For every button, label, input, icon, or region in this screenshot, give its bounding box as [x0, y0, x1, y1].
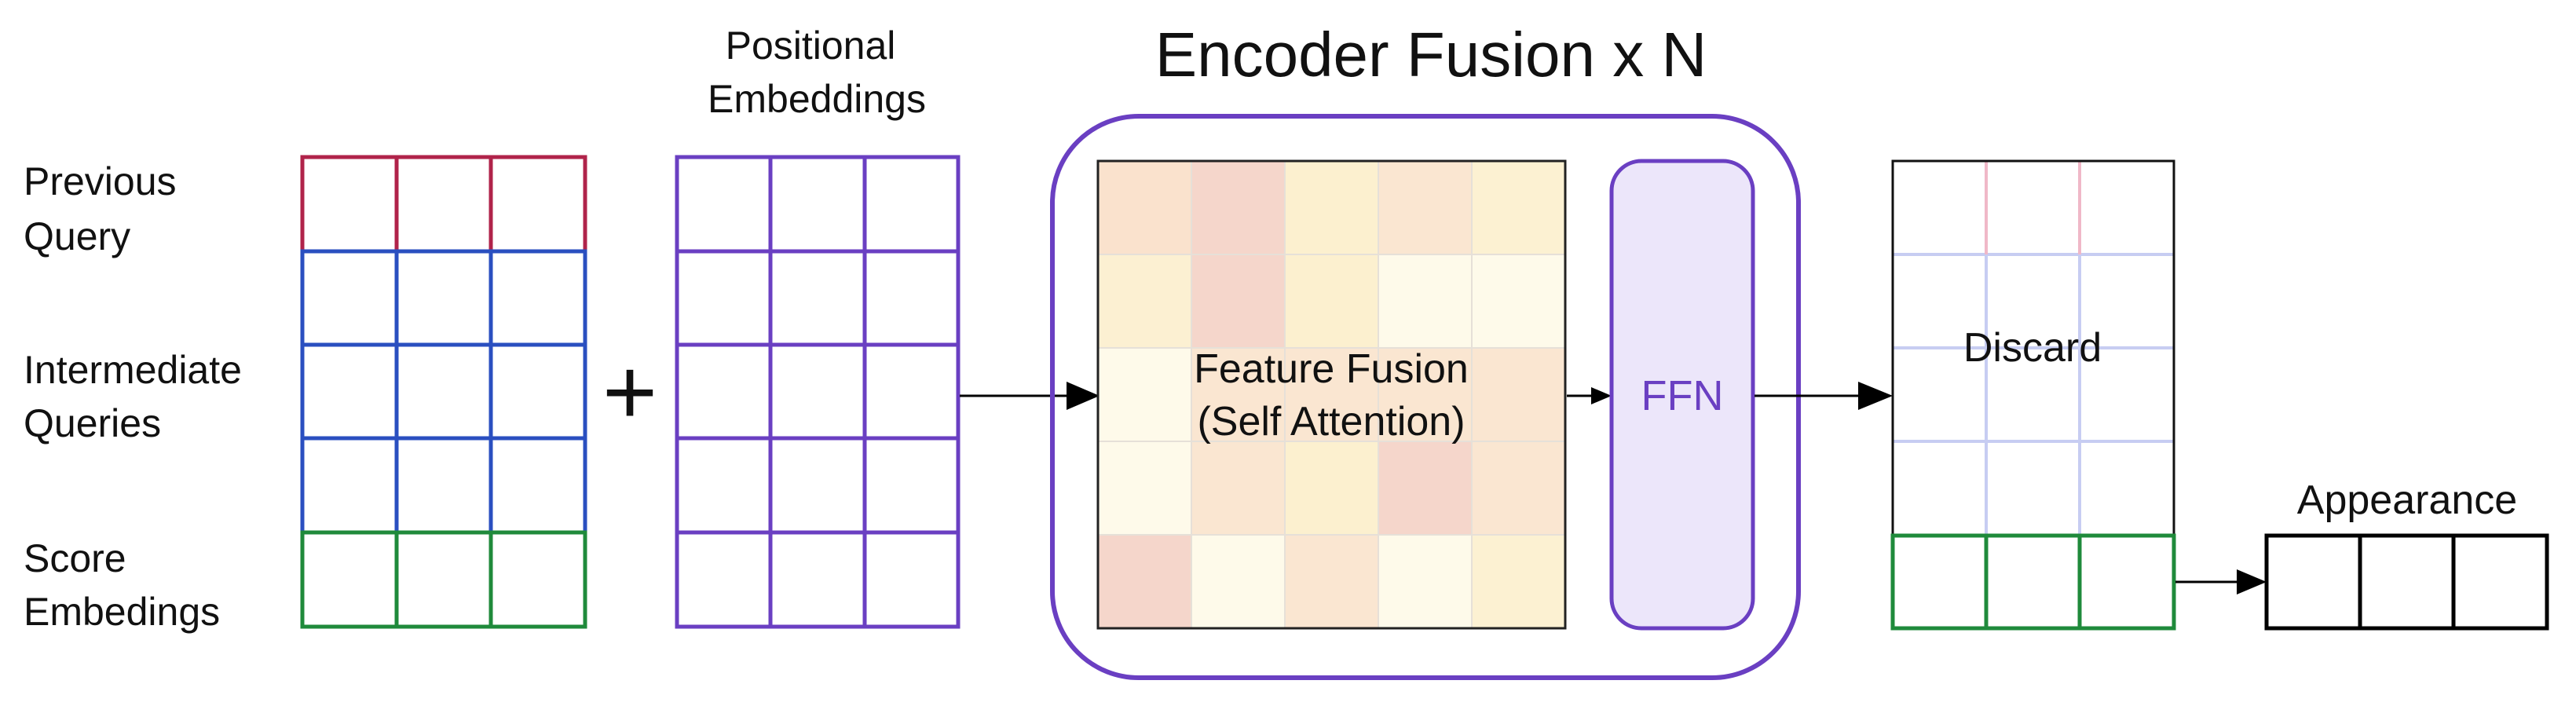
previous-query-row-border [300, 155, 587, 254]
attention-cell [1284, 534, 1379, 629]
ffn-block [1609, 159, 1755, 631]
intermediate-queries-label-line2: Queries [24, 401, 161, 445]
previous-query-label-line1: Previous [24, 159, 177, 203]
intermediate-queries-label-line1: Intermediate [24, 348, 242, 392]
intermediate-queries-rows [300, 249, 587, 535]
appearance-boxes [2264, 533, 2549, 631]
attention-cell [1378, 441, 1473, 536]
encoder-fusion-title: Encoder Fusion x N [1155, 20, 1707, 90]
arrow-to-encoder [960, 382, 1100, 410]
attention-cell [1097, 254, 1192, 349]
attention-cell [1378, 534, 1473, 629]
score-embedings-row [300, 530, 587, 629]
attention-cell [1097, 347, 1192, 442]
feature-fusion-label-line2: (Self Attention) [1197, 399, 1465, 444]
discard-grid [1891, 159, 2175, 537]
attention-cell [1191, 160, 1286, 255]
output-score-row [1890, 533, 2176, 631]
intermediate-queries-border [300, 249, 587, 535]
attention-cell [1097, 160, 1192, 255]
previous-query-row [300, 155, 587, 254]
score-embedings-label-line1: Score [24, 536, 126, 580]
attention-cell [1284, 347, 1379, 442]
attention-cell [1191, 347, 1286, 442]
attention-cell [1471, 441, 1566, 536]
arrow-to-ffn [1567, 387, 1612, 404]
attention-cell [1378, 347, 1473, 442]
score-embedings-label-line2: Embedings [24, 590, 220, 634]
positional-embeddings-label-line2: Embeddings [708, 77, 926, 121]
score-row-border [300, 530, 587, 629]
attention-cell [1191, 534, 1286, 629]
positional-grid-border [675, 155, 961, 629]
attention-cell [1471, 160, 1566, 255]
feature-fusion-heatmap [1097, 160, 1566, 629]
attention-cell [1471, 254, 1566, 349]
attention-cell [1378, 160, 1473, 255]
query-grid [300, 155, 587, 629]
positional-embeddings-grid [675, 155, 961, 629]
attention-cell [1471, 347, 1566, 442]
plus-sign: + [602, 339, 657, 444]
feature-fusion-label-line1: Feature Fusion [1194, 346, 1469, 392]
arrow-to-appearance [2175, 569, 2267, 594]
attention-cell [1471, 534, 1566, 629]
discard-label: Discard [1963, 325, 2102, 371]
arrow-to-discard [1755, 382, 1893, 410]
attention-cell [1191, 441, 1286, 536]
attention-cell [1284, 160, 1379, 255]
attention-cell [1378, 254, 1473, 349]
attention-cell [1097, 534, 1192, 629]
previous-query-label-line2: Query [24, 214, 130, 258]
ffn-label: FFN [1641, 372, 1724, 419]
attention-cell [1191, 254, 1286, 349]
attention-cell [1284, 441, 1379, 536]
appearance-label: Appearance [2297, 477, 2517, 523]
positional-embeddings-label-line1: Positional [726, 24, 896, 68]
attention-cell [1284, 254, 1379, 349]
feature-fusion-border [1096, 159, 1567, 630]
attention-cell [1097, 441, 1192, 536]
